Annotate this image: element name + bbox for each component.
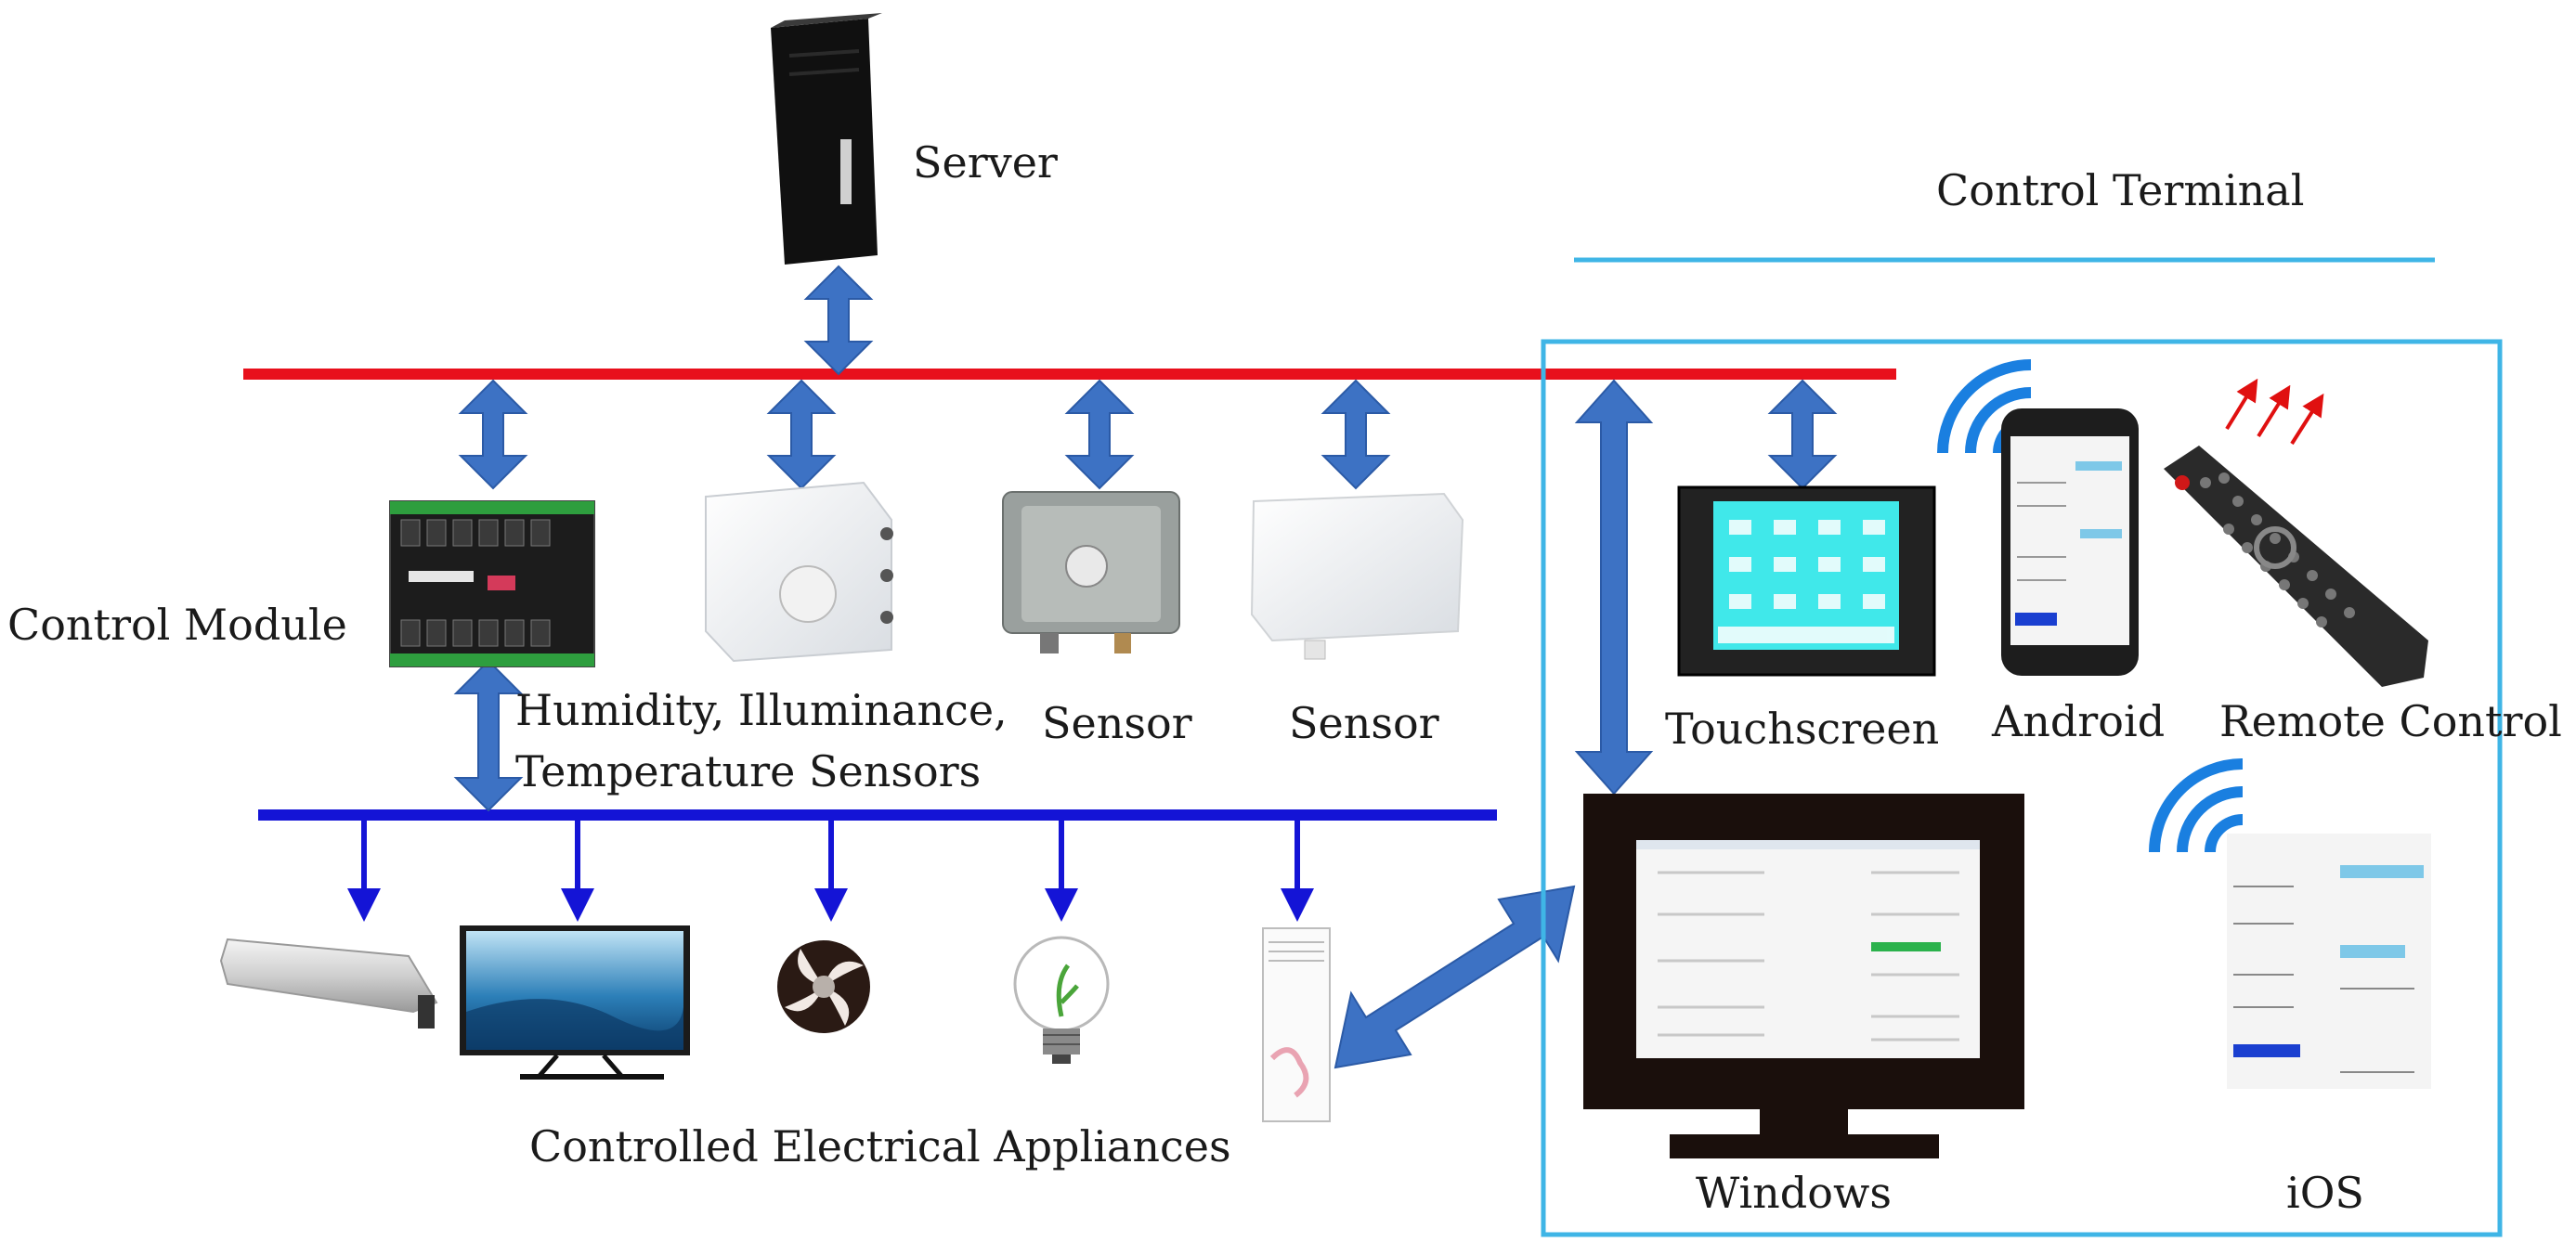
server-tower-icon (771, 13, 882, 265)
ios-phone-icon (2227, 834, 2431, 1089)
ac-windows-arrow (1334, 885, 1576, 1069)
server-label: Server (913, 137, 1058, 188)
bulb-icon (1013, 936, 1110, 1064)
sensor-1-arrow (1064, 379, 1135, 490)
windows-monitor-icon (1583, 794, 2024, 1158)
control-terminal-label: Control Terminal (1936, 165, 2305, 215)
appliance-arrows (347, 821, 1314, 922)
control-board-icon (389, 500, 595, 667)
control-terminal-box (1541, 339, 2503, 1237)
hit-sensors-label-line2: Temperature Sensors (515, 746, 982, 796)
hit-sensors-label-line1: Humidity, Illuminance, (515, 685, 1008, 735)
sensor-2-arrow (1321, 379, 1391, 490)
touchscreen-label: Touchscreen (1665, 704, 1940, 754)
hit-sensors-arrow (766, 379, 837, 490)
air-conditioner-icon (1262, 927, 1331, 1122)
remote-control-label: Remote Control (2219, 696, 2562, 746)
control-module-arrow (458, 379, 528, 490)
android-label: Android (1992, 696, 2166, 746)
ios-label: iOS (2286, 1168, 2364, 1218)
sensor-2-label: Sensor (1289, 698, 1439, 748)
windows-arrow (1574, 379, 1654, 796)
bus-arrows (453, 265, 1838, 1069)
curtain-motor-icon (219, 938, 438, 1029)
control-module-label: Control Module (7, 600, 347, 650)
hit-sensor-icon (705, 481, 893, 663)
white-sensor-icon (1250, 492, 1464, 660)
windows-label: Windows (1696, 1168, 1892, 1218)
fan-icon (777, 940, 870, 1033)
remote-control-icon (2164, 446, 2428, 687)
touchscreen-arrow (1767, 379, 1838, 490)
android-phone-icon (2001, 408, 2139, 676)
ios-wifi-icon (2149, 758, 2244, 853)
tv-icon (460, 925, 690, 1080)
ir-signal-arrows (2225, 378, 2324, 446)
module-to-device-bus-arrow (453, 659, 524, 812)
sensor-box-icon (1002, 491, 1180, 653)
sensor-1-label: Sensor (1042, 698, 1192, 748)
server-to-bus-arrow (803, 265, 874, 376)
controlled-appliances-label: Controlled Electrical Appliances (529, 1121, 1231, 1171)
touchscreen-icon (1677, 485, 1936, 677)
